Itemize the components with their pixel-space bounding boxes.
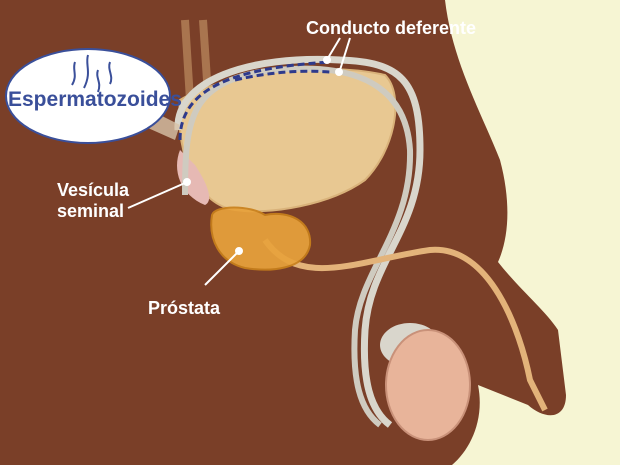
urethra [262, 238, 548, 412]
sperm-bubble [5, 48, 171, 144]
testis [385, 329, 471, 441]
prostate-label: Próstata [148, 298, 221, 318]
vas-deferens-tube-1 [174, 55, 424, 428]
leader-lines [127, 37, 351, 286]
seminal-vesicle-label-2: seminal [57, 201, 125, 221]
ureter-left [181, 19, 194, 101]
vas-deferens-tube-2 [182, 65, 414, 428]
sperm-path-2 [234, 69, 331, 82]
vas-deferens-label: Conducto deferente [306, 18, 477, 38]
seminal-vesicle-label-1: Vesícula [57, 180, 130, 200]
sperm-label: Espermatozoides [8, 88, 182, 111]
sperm-path [178, 60, 331, 141]
sperm-icons [71, 54, 113, 93]
